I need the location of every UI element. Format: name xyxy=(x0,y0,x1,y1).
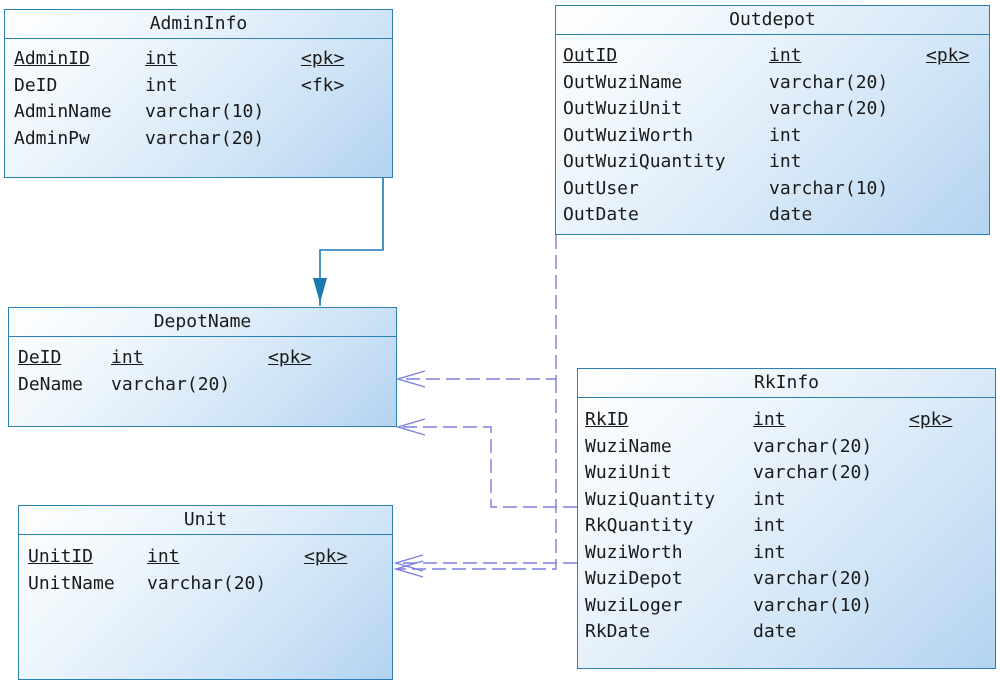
column-name: OutWuziUnit xyxy=(563,98,683,119)
entity-row: UnitID int <pk> xyxy=(19,544,392,571)
column-type: int xyxy=(145,74,178,96)
column-name: OutWuziName xyxy=(563,71,683,93)
column-name: WuziUnit xyxy=(585,462,672,483)
column-key: <pk> xyxy=(926,45,970,66)
link-outdepot-unit xyxy=(396,379,557,570)
entity-row: RkDate date xyxy=(578,619,995,646)
column-key: <pk> xyxy=(304,546,348,567)
entity-row: WuziDepot varchar(20) xyxy=(578,566,995,593)
column-type: int xyxy=(145,48,178,69)
entity-rkinfo[interactable]: RkInfo RkID int <pk> WuziName varchar(20… xyxy=(577,368,996,669)
column-type: varchar(10) xyxy=(753,594,873,616)
column-name: DeID xyxy=(14,74,58,96)
column-type: int xyxy=(753,488,786,510)
entity-title: RkInfo xyxy=(578,369,995,398)
entity-row: DeName varchar(20) xyxy=(9,372,396,399)
entity-title: Unit xyxy=(19,506,392,535)
link-arrowhead-outdepot-depotname xyxy=(395,370,426,388)
entity-depotname[interactable]: DepotName DeID int <pk> DeName varchar(2… xyxy=(8,307,397,427)
entity-row: OutWuziName varchar(20) xyxy=(556,70,989,97)
column-type: date xyxy=(769,204,813,225)
column-name: DeID xyxy=(18,347,62,368)
column-type: varchar(20) xyxy=(145,127,265,149)
column-name: OutID xyxy=(563,45,618,66)
column-type: int xyxy=(111,347,144,368)
column-type: varchar(10) xyxy=(769,177,889,199)
entity-row: OutWuziQuantity int xyxy=(556,149,989,176)
column-name: UnitName xyxy=(28,572,115,594)
column-type: varchar(20) xyxy=(147,572,267,594)
entity-row: DeID int <pk> xyxy=(9,345,396,372)
entity-row: UnitName varchar(20) xyxy=(19,571,392,598)
column-name: DeName xyxy=(18,373,84,395)
entity-row: WuziName varchar(20) xyxy=(578,434,995,461)
column-name: WuziName xyxy=(585,435,672,457)
link-arrowhead-rkinfo-depotname xyxy=(395,418,426,436)
column-key: <pk> xyxy=(268,347,312,368)
column-type: int xyxy=(753,409,786,430)
column-name: AdminPw xyxy=(14,127,90,149)
column-name: WuziWorth xyxy=(585,541,683,563)
column-name: AdminID xyxy=(14,48,90,69)
column-name: WuziDepot xyxy=(585,568,683,589)
column-type: date xyxy=(753,621,797,642)
entity-row: OutID int <pk> xyxy=(556,43,989,70)
column-type: varchar(20) xyxy=(111,373,231,395)
entity-title: DepotName xyxy=(9,308,396,337)
column-name: OutWuziWorth xyxy=(563,124,694,146)
column-name: WuziQuantity xyxy=(585,488,716,510)
entity-row: RkQuantity int xyxy=(578,513,995,540)
entity-row: WuziWorth int xyxy=(578,540,995,567)
entity-row: RkID int <pk> xyxy=(578,407,995,434)
column-type: varchar(20) xyxy=(753,568,873,589)
entity-row: AdminPw varchar(20) xyxy=(5,126,392,153)
entity-row: WuziLoger varchar(10) xyxy=(578,593,995,620)
link-admininfo-depotname xyxy=(319,178,384,306)
column-type: int xyxy=(147,546,180,567)
entity-row: AdminID int <pk> xyxy=(5,46,392,73)
entity-row: OutUser varchar(10) xyxy=(556,176,989,203)
column-type: int xyxy=(753,515,786,536)
column-name: AdminName xyxy=(14,101,112,122)
column-name: OutDate xyxy=(563,204,639,225)
column-key: <pk> xyxy=(301,48,345,69)
entity-row: OutDate date xyxy=(556,202,989,229)
column-type: varchar(20) xyxy=(769,71,889,93)
entity-unit[interactable]: Unit UnitID int <pk> UnitName varchar(20… xyxy=(18,505,393,680)
column-type: int xyxy=(769,124,802,146)
link-arrowhead-rkinfo-unit xyxy=(393,554,424,572)
entity-title: AdminInfo xyxy=(5,10,392,39)
column-name: RkQuantity xyxy=(585,515,694,536)
entity-title: Outdepot xyxy=(556,6,989,35)
link-rkinfo-depotname xyxy=(398,426,577,508)
column-key: <pk> xyxy=(909,409,953,430)
entity-row: OutWuziUnit varchar(20) xyxy=(556,96,989,123)
column-name: OutUser xyxy=(563,177,639,199)
column-name: RkID xyxy=(585,409,629,430)
column-type: varchar(20) xyxy=(753,435,873,457)
entity-row: OutWuziWorth int xyxy=(556,123,989,150)
column-type: varchar(20) xyxy=(753,462,873,483)
entity-admininfo[interactable]: AdminInfo AdminID int <pk> DeID int <fk>… xyxy=(4,9,393,178)
column-type: varchar(20) xyxy=(769,98,889,119)
entity-row: WuziQuantity int xyxy=(578,487,995,514)
column-type: int xyxy=(769,151,802,172)
entity-row: DeID int <fk> xyxy=(5,73,392,100)
link-arrowhead-admininfo xyxy=(313,278,327,303)
column-type: int xyxy=(769,45,802,66)
column-name: UnitID xyxy=(28,546,94,567)
entity-row: AdminName varchar(10) xyxy=(5,99,392,126)
entity-outdepot[interactable]: Outdepot OutID int <pk> OutWuziName varc… xyxy=(555,5,990,235)
column-type: int xyxy=(753,541,786,563)
entity-row: WuziUnit varchar(20) xyxy=(578,460,995,487)
column-name: OutWuziQuantity xyxy=(563,151,726,172)
column-name: RkDate xyxy=(585,621,651,642)
column-key: <fk> xyxy=(301,74,345,96)
column-type: varchar(10) xyxy=(145,101,265,122)
column-name: WuziLoger xyxy=(585,594,683,616)
link-outdepot-depotname xyxy=(398,235,557,380)
